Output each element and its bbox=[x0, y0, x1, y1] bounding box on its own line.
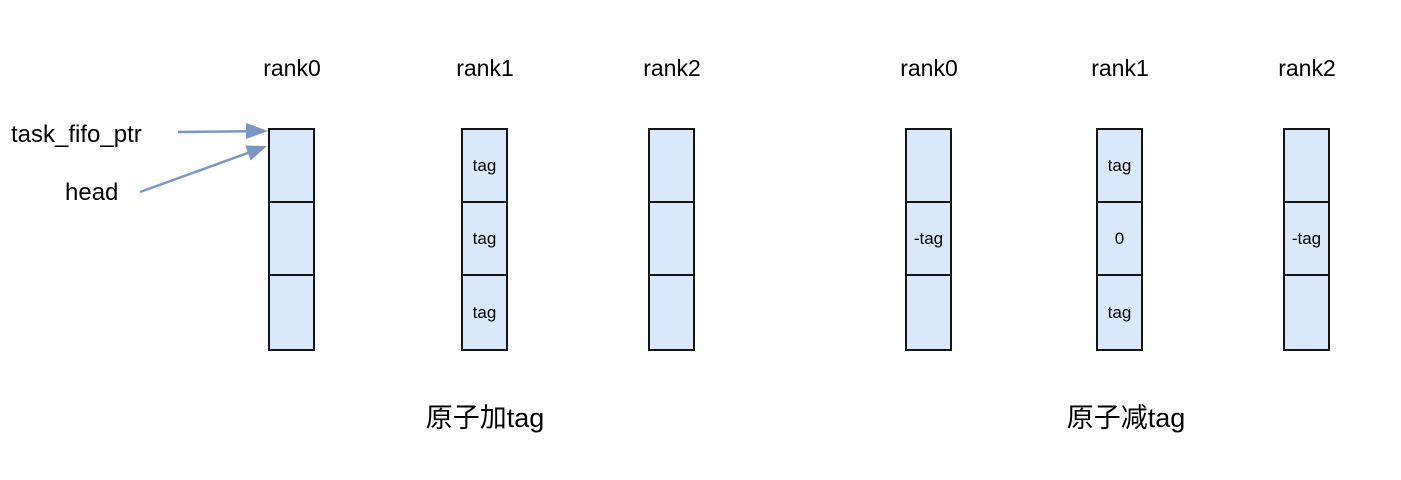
sub-group-rank1-column: tag 0 tag bbox=[1096, 128, 1143, 351]
fifo-cell: -tag bbox=[907, 203, 950, 276]
fifo-cell bbox=[650, 130, 693, 203]
fifo-cell bbox=[650, 203, 693, 276]
fifo-cell: tag bbox=[1098, 130, 1141, 203]
caption-atomic-add-tag: 原子加tag bbox=[425, 403, 545, 433]
head-arrowhead bbox=[245, 145, 267, 161]
fifo-cell bbox=[270, 130, 313, 203]
add-group-rank1-column: tag tag tag bbox=[461, 128, 508, 351]
fifo-cell bbox=[907, 276, 950, 349]
sub-group-rank2-column: -tag bbox=[1283, 128, 1330, 351]
rank-label-add-rank1: rank1 bbox=[456, 55, 514, 81]
rank-label-add-rank2: rank2 bbox=[643, 55, 701, 81]
rank-label-add-rank0: rank0 bbox=[263, 55, 321, 81]
sub-group-rank0-column: -tag bbox=[905, 128, 952, 351]
pointer-arrows bbox=[139, 123, 268, 194]
add-group-rank2-column bbox=[648, 128, 695, 351]
fifo-cell: 0 bbox=[1098, 203, 1141, 276]
fifo-cell bbox=[1285, 276, 1328, 349]
head-label: head bbox=[65, 179, 119, 206]
fifo-cell bbox=[270, 203, 313, 276]
fifo-cell bbox=[1285, 130, 1328, 203]
rank-label-sub-rank1: rank1 bbox=[1091, 55, 1149, 81]
fifo-cell: tag bbox=[1107, 302, 1132, 322]
fifo-cell: tag bbox=[463, 203, 506, 276]
fifo-cell: tag bbox=[472, 302, 497, 322]
rank-label-sub-rank0: rank0 bbox=[900, 55, 958, 81]
fifo-cell bbox=[907, 130, 950, 203]
task-fifo-ptr-arrow bbox=[177, 129, 249, 134]
add-group-rank0-column bbox=[268, 128, 315, 351]
task-fifo-ptr-arrowhead bbox=[246, 123, 268, 139]
head-arrow bbox=[139, 151, 251, 194]
fifo-cell: -tag bbox=[1285, 203, 1328, 276]
fifo-cell bbox=[270, 276, 313, 349]
caption-atomic-sub-tag: 原子减tag bbox=[1066, 403, 1186, 433]
task-fifo-ptr-label: task_fifo_ptr bbox=[11, 121, 142, 148]
fifo-cell: tag bbox=[463, 130, 506, 203]
rank-label-sub-rank2: rank2 bbox=[1278, 55, 1336, 81]
fifo-cell bbox=[650, 276, 693, 349]
